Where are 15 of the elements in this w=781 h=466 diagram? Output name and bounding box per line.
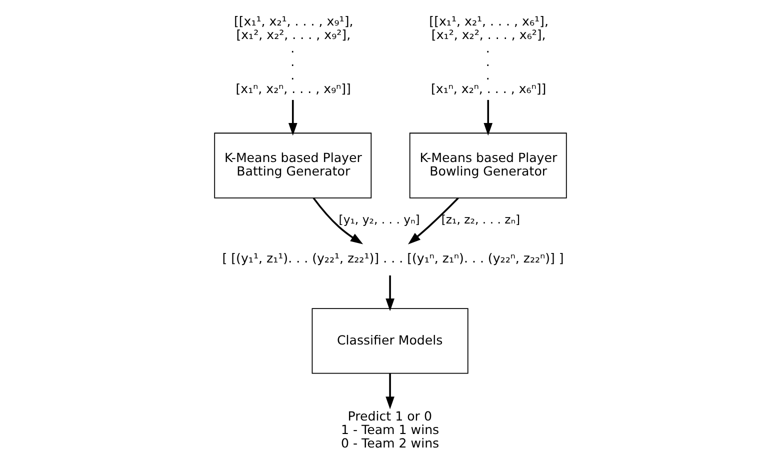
arrow <box>408 197 459 244</box>
node-box: K-Means based Player Bowling Generator <box>409 132 567 198</box>
edge-label: [y₁, y₂, . . . yₙ] <box>338 212 420 226</box>
edge-label: [z₁, z₂, . . . zₙ] <box>441 212 520 226</box>
node-text: [[x₁¹, x₂¹, . . . , x₉¹], [x₁², x₂², . . . , x₉²], . . . [x₁ⁿ, x₂ⁿ, . . . , x₉ⁿ]] <box>234 13 354 96</box>
arrow <box>288 100 298 136</box>
arrow <box>484 100 493 136</box>
arrow <box>386 275 394 312</box>
node-text: [ [(y₁¹, z₁¹). . . (y₂₂¹, z₂₂¹)] . . . [(y₁ⁿ, z₁ⁿ). . . (y₂₂ⁿ, z₂₂ⁿ)] ] <box>222 250 564 266</box>
arrow <box>312 197 364 244</box>
node-box: K-Means based Player Batting Generator <box>214 132 372 198</box>
node-box: Classifier Models <box>312 308 468 374</box>
node-text: [[x₁¹, x₂¹, . . . , x₆¹], [x₁², x₂², . . . , x₆²], . . . [x₁ⁿ, x₂ⁿ, . . . , x₆ⁿ]] <box>429 13 548 96</box>
node-text: Predict 1 or 0 1 - Team 1 wins 0 - Team 2 wins <box>341 408 440 450</box>
arrow <box>386 374 394 410</box>
